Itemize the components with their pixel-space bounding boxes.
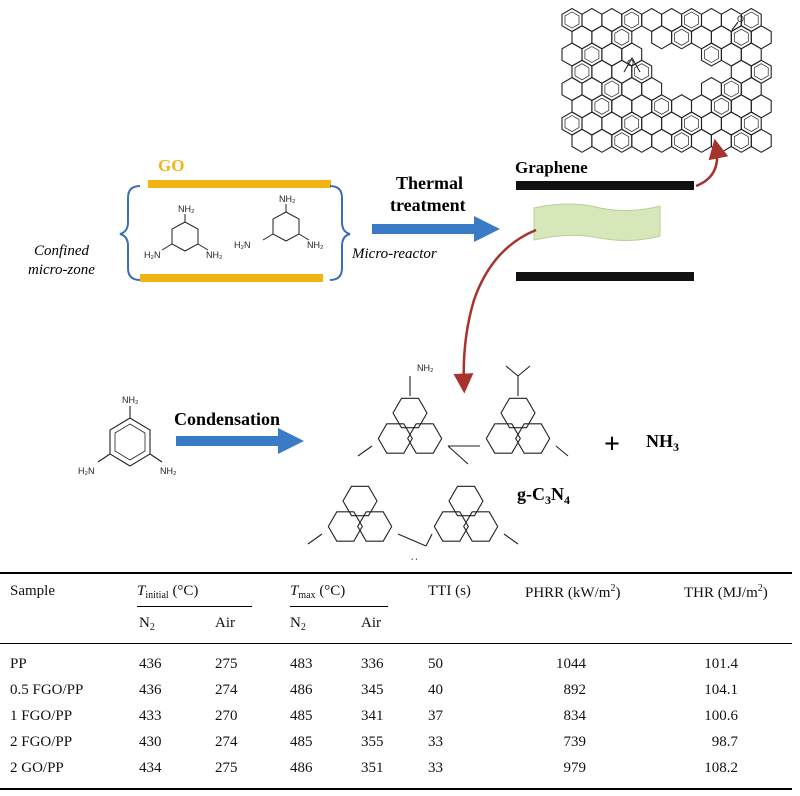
go-top-bar <box>148 180 331 188</box>
ketone-oxygen-label: O <box>737 14 744 24</box>
cell-tm-air: 355 <box>361 734 384 750</box>
cell-tm-n2: 483 <box>290 656 313 672</box>
cell-ti-air: 270 <box>215 708 238 724</box>
graphene-bottom-bar <box>516 272 694 281</box>
cell-ti-air: 274 <box>215 682 238 698</box>
gcn-nh2-top: NH₂ <box>417 363 434 373</box>
cell-phrr: 1044 <box>556 656 586 672</box>
table-bottom-rule <box>0 788 792 790</box>
cell-phrr: 739 <box>563 734 587 750</box>
cell-tti: 40 <box>428 682 443 698</box>
cell-phrr: 892 <box>563 682 587 698</box>
melamine-1-h2n-left: H₂N <box>144 250 161 260</box>
cell-tti: 37 <box>428 708 443 724</box>
left-brace <box>119 185 141 281</box>
header-tm-air: Air <box>361 615 381 631</box>
melamine-molecule-1 <box>161 214 209 252</box>
cell-phrr: 834 <box>563 708 587 724</box>
micro-reactor-label: Micro-reactor <box>351 246 437 262</box>
melamine-molecule-2 <box>262 204 310 242</box>
melamine-molecule-large <box>97 406 163 467</box>
cell-tm-air: 345 <box>361 682 384 698</box>
table-header-rule <box>0 643 792 644</box>
cell-thr: 104.1 <box>704 682 738 698</box>
header-sample: Sample <box>10 583 55 599</box>
graphene-label: Graphene <box>515 158 588 177</box>
condensation-arrow <box>176 428 304 454</box>
confined-label-line2: micro-zone <box>28 262 95 278</box>
cell-ti-n2: 436 <box>139 656 162 672</box>
cell-sample: 1 FGO/PP <box>10 708 73 724</box>
table-top-rule <box>0 572 792 574</box>
cell-tm-air: 336 <box>361 656 384 672</box>
header-thr: THR (MJ/m2) <box>684 583 768 601</box>
cell-sample: PP <box>10 656 27 672</box>
graphene-top-bar <box>516 181 694 190</box>
cell-sample: 2 FGO/PP <box>10 734 73 750</box>
melamine-2-nh2-top: NH₂ <box>279 194 296 204</box>
cell-ti-n2: 430 <box>139 734 162 750</box>
cell-tti: 33 <box>428 734 443 750</box>
t-max-underline <box>290 606 388 607</box>
cell-thr: 98.7 <box>711 734 738 750</box>
go-bottom-bar <box>140 274 323 282</box>
cell-phrr: 979 <box>563 760 587 776</box>
cell-ti-air: 275 <box>215 656 238 672</box>
cell-tm-air: 351 <box>361 760 384 776</box>
gcn-layer-block <box>533 203 661 242</box>
melamine-large-h2n-left: H₂N <box>78 466 95 476</box>
melamine-1-nh2-top: NH₂ <box>178 204 195 214</box>
t-initial-underline <box>137 606 252 607</box>
epoxide-oxygen-label: O <box>627 58 634 68</box>
header-t-initial: Tinitial (°C) <box>137 583 199 601</box>
cell-tti: 50 <box>428 656 443 672</box>
header-phrr: PHRR (kW/m2) <box>525 583 621 601</box>
cell-tm-n2: 485 <box>290 708 313 724</box>
synthesis-scheme: O O GO NH₂ NH₂ H₂N NH₂ NH₂ H₂N Confined … <box>28 7 772 560</box>
cell-ti-air: 275 <box>215 760 238 776</box>
melamine-large-nh2-top: NH₂ <box>122 395 139 405</box>
cell-tm-n2: 485 <box>290 734 313 750</box>
thermal-label-line1: Thermal <box>396 173 463 193</box>
thermal-label-line2: treatment <box>390 195 466 215</box>
plus-sign: + <box>604 429 620 460</box>
cell-tm-n2: 486 <box>290 760 313 776</box>
red-arrow-to-graphene <box>695 138 729 188</box>
header-tti: TTI (s) <box>428 583 471 599</box>
cell-sample: 0.5 FGO/PP <box>10 682 84 698</box>
cell-sample: 2 GO/PP <box>10 760 64 776</box>
cell-ti-air: 274 <box>215 734 238 750</box>
melamine-2-h2n-left: H₂N <box>234 240 251 250</box>
header-t-max: Tmax (°C) <box>290 583 346 601</box>
confined-label-line1: Confined <box>34 243 89 259</box>
cell-tm-air: 341 <box>361 708 384 724</box>
cell-thr: 101.4 <box>704 656 738 672</box>
condensation-label: Condensation <box>174 409 280 429</box>
cell-tm-n2: 486 <box>290 682 313 698</box>
right-brace <box>329 185 351 281</box>
gcn-h-bottom: H <box>411 557 418 560</box>
melamine-2-nh2-right: NH₂ <box>307 240 324 250</box>
go-label: GO <box>158 156 184 175</box>
melamine-1-nh2-right: NH₂ <box>206 250 223 260</box>
header-ti-air: Air <box>215 615 235 631</box>
gcn-structure <box>307 365 569 547</box>
cell-ti-n2: 436 <box>139 682 162 698</box>
graphene-sheet-structure <box>561 7 772 153</box>
nh3-formula: NH3 <box>646 431 679 454</box>
cell-thr: 100.6 <box>704 708 738 724</box>
cell-thr: 108.2 <box>704 760 738 776</box>
red-arrow-to-gcn <box>453 228 537 394</box>
cell-ti-n2: 433 <box>139 708 162 724</box>
header-tm-n2: N2 <box>290 615 306 633</box>
cell-tti: 33 <box>428 760 443 776</box>
header-ti-n2: N2 <box>139 615 155 633</box>
cell-ti-n2: 434 <box>139 760 162 776</box>
melamine-large-nh2-right: NH₂ <box>160 466 177 476</box>
gcn-formula: g-C3N4 <box>517 484 570 507</box>
thermal-treatment-arrow <box>372 216 500 242</box>
flammability-table: Sample Tinitial (°C) Tmax (°C) TTI (s) P… <box>0 566 800 796</box>
